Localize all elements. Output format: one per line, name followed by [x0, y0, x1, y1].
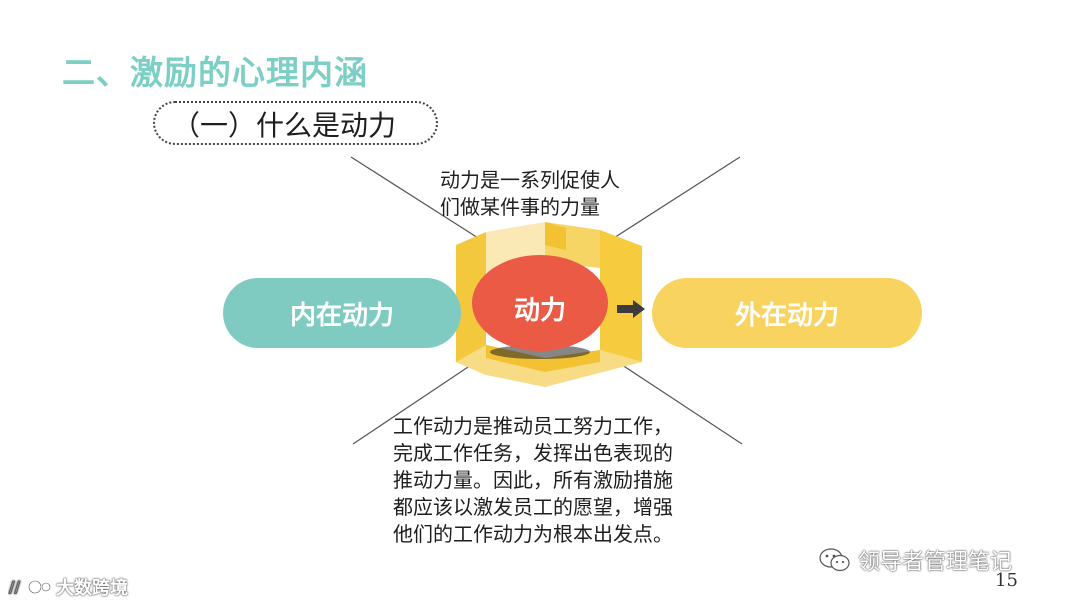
connector-line-top-left — [350, 156, 487, 244]
description-line: 工作动力是推动员工努力工作， — [393, 414, 673, 438]
description-line: 他们的工作动力为根本出发点。 — [393, 522, 673, 546]
internal-motivation-pill: 内在动力 — [223, 278, 461, 348]
description-line: 都应该以激发员工的愿望，增强 — [393, 495, 673, 519]
arrow-right-icon — [617, 300, 645, 318]
page-number: 15 — [995, 570, 1018, 591]
external-motivation-label: 外在动力 — [734, 300, 839, 331]
slide-title: 二、激励的心理内涵 — [62, 53, 368, 92]
definition-line: 动力是一系列促使人 — [440, 168, 620, 192]
wechat-watermark: 领导者管理笔记 — [818, 544, 1012, 576]
core-ellipse — [472, 255, 608, 351]
core-shadow — [490, 345, 590, 359]
external-motivation-pill: 外在动力 — [652, 278, 922, 348]
connector-line-top-right — [605, 156, 741, 244]
wechat-icon — [819, 548, 850, 572]
weibo-logo-icon: // — [9, 578, 51, 596]
description-text: 工作动力是推动员工努力工作， 完成工作任务，发挥出色表现的 推动力量。因此，所有… — [393, 413, 723, 548]
connector-line-bottom-left — [352, 354, 487, 445]
description-line: 完成工作任务，发挥出色表现的 — [393, 441, 673, 465]
wechat-watermark-text: 领导者管理笔记 — [858, 550, 1013, 575]
definition-line: 们做某件事的力量 — [440, 195, 600, 219]
source-watermark-text: 大数跨境 — [56, 578, 128, 599]
slide-subtitle: （一）什么是动力 — [172, 109, 397, 142]
svg-text://: // — [9, 578, 20, 596]
definition-text: 动力是一系列促使人 们做某件事的力量 — [440, 167, 660, 221]
internal-motivation-label: 内在动力 — [289, 300, 394, 331]
subtitle-frame — [153, 101, 438, 145]
core-label: 动力 — [513, 295, 566, 326]
connector-line-bottom-right — [609, 356, 743, 445]
source-watermark: // 大数跨境 — [8, 574, 128, 600]
description-line: 推动力量。因此，所有激励措施 — [393, 468, 673, 492]
